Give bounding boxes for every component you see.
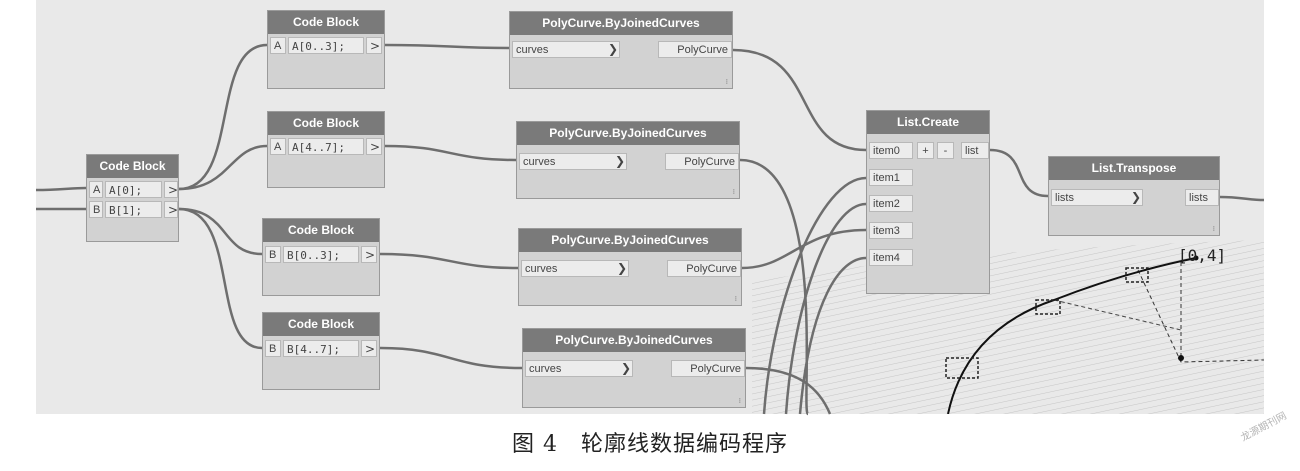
polycurve-node-2[interactable]: PolyCurve.ByJoinedCurves curves ❯ PolyCu… — [516, 121, 740, 199]
port-b-label: B — [265, 340, 281, 357]
polycurve-node-3[interactable]: PolyCurve.ByJoinedCurves curves ❯ PolyCu… — [518, 228, 742, 306]
node-title: Code Block — [268, 11, 384, 34]
list-transpose-node[interactable]: List.Transpose lists ❯ lists ⁞ — [1048, 156, 1220, 236]
node-title: Code Block — [263, 219, 379, 242]
item4-input-port[interactable]: item4 — [869, 249, 913, 266]
node-title: PolyCurve.ByJoinedCurves — [523, 329, 745, 352]
list-output-port[interactable]: list — [961, 142, 989, 159]
lacing-icon[interactable]: ⁞ — [732, 188, 735, 196]
curve-point — [1178, 355, 1184, 361]
chevron-right-icon: ❯ — [615, 154, 626, 168]
node-title: PolyCurve.ByJoinedCurves — [517, 122, 739, 145]
marker-box-2 — [1035, 299, 1061, 315]
lacing-icon[interactable]: ⁞ — [725, 78, 728, 86]
node-title: List.Create — [867, 111, 989, 134]
item1-input-port[interactable]: item1 — [869, 169, 913, 186]
node-title: Code Block — [87, 155, 178, 178]
output-port[interactable]: > — [361, 340, 377, 357]
add-input-button[interactable]: + — [917, 142, 934, 159]
curve-point-end — [1193, 255, 1199, 261]
curves-input-port[interactable]: curves — [519, 153, 627, 170]
chevron-right-icon: ❯ — [617, 261, 628, 275]
output-port[interactable]: > — [366, 138, 382, 155]
lists-input-port[interactable]: lists — [1051, 189, 1143, 206]
code-line[interactable]: B[0..3]; — [283, 246, 359, 263]
port-a-label: A — [270, 138, 286, 155]
curves-input-port[interactable]: curves — [525, 360, 633, 377]
lacing-icon[interactable]: ⁞ — [1212, 225, 1215, 233]
node-title: Code Block — [263, 313, 379, 336]
code-line-a[interactable]: A[0]; — [105, 181, 162, 198]
polycurve-output-port[interactable]: PolyCurve — [671, 360, 745, 377]
remove-input-button[interactable]: - — [937, 142, 954, 159]
polycurve-output-port[interactable]: PolyCurve — [667, 260, 741, 277]
code-block-b47-node[interactable]: Code Block B B[4..7]; > — [262, 312, 380, 390]
node-title: Code Block — [268, 112, 384, 135]
polycurve-node-1[interactable]: PolyCurve.ByJoinedCurves curves ❯ PolyCu… — [509, 11, 733, 89]
marker-box-3 — [945, 357, 979, 379]
polycurve-output-port[interactable]: PolyCurve — [658, 41, 732, 58]
lists-output-port[interactable]: lists — [1185, 189, 1219, 206]
polycurve-node-4[interactable]: PolyCurve.ByJoinedCurves curves ❯ PolyCu… — [522, 328, 746, 408]
chevron-right-icon: ❯ — [1131, 190, 1142, 204]
geometry-index-label: [0,4] — [1178, 246, 1227, 265]
port-b-label: B — [89, 201, 103, 218]
port-b-label: B — [265, 246, 281, 263]
output-port[interactable]: > — [361, 246, 377, 263]
item0-input-port[interactable]: item0 — [869, 142, 913, 159]
code-block-a47-node[interactable]: Code Block A A[4..7]; > — [267, 111, 385, 188]
curves-input-port[interactable]: curves — [512, 41, 620, 58]
node-title: List.Transpose — [1049, 157, 1219, 180]
code-block-source-node[interactable]: Code Block A A[0]; > B B[1]; > — [86, 154, 179, 242]
code-line[interactable]: A[0..3]; — [288, 37, 364, 54]
code-block-a03-node[interactable]: Code Block A A[0..3]; > — [267, 10, 385, 89]
ground-grid — [752, 240, 1264, 414]
polycurve-output-port[interactable]: PolyCurve — [665, 153, 739, 170]
lacing-icon[interactable]: ⁞ — [738, 397, 741, 405]
code-line[interactable]: A[4..7]; — [288, 138, 364, 155]
code-line-b[interactable]: B[1]; — [105, 201, 162, 218]
list-create-node[interactable]: List.Create item0 + - list item1 item2 i… — [866, 110, 990, 294]
item3-input-port[interactable]: item3 — [869, 222, 913, 239]
output-port-b[interactable]: > — [164, 201, 178, 218]
dashed-diag — [1053, 299, 1182, 331]
curves-input-port[interactable]: curves — [521, 260, 629, 277]
node-title: PolyCurve.ByJoinedCurves — [510, 12, 732, 35]
output-port[interactable]: > — [366, 37, 382, 54]
output-port-a[interactable]: > — [164, 181, 178, 198]
item2-input-port[interactable]: item2 — [869, 195, 913, 212]
port-a-label: A — [270, 37, 286, 54]
lacing-icon[interactable]: ⁞ — [734, 295, 737, 303]
chevron-right-icon: ❯ — [608, 42, 619, 56]
code-block-b03-node[interactable]: Code Block B B[0..3]; > — [262, 218, 380, 296]
marker-box-1 — [1125, 267, 1149, 283]
chevron-right-icon: ❯ — [621, 361, 632, 375]
node-title: PolyCurve.ByJoinedCurves — [519, 229, 741, 252]
code-line[interactable]: B[4..7]; — [283, 340, 359, 357]
figure-caption: 图 4 轮廓线数据编码程序 — [512, 432, 788, 457]
port-a-label: A — [89, 181, 103, 198]
